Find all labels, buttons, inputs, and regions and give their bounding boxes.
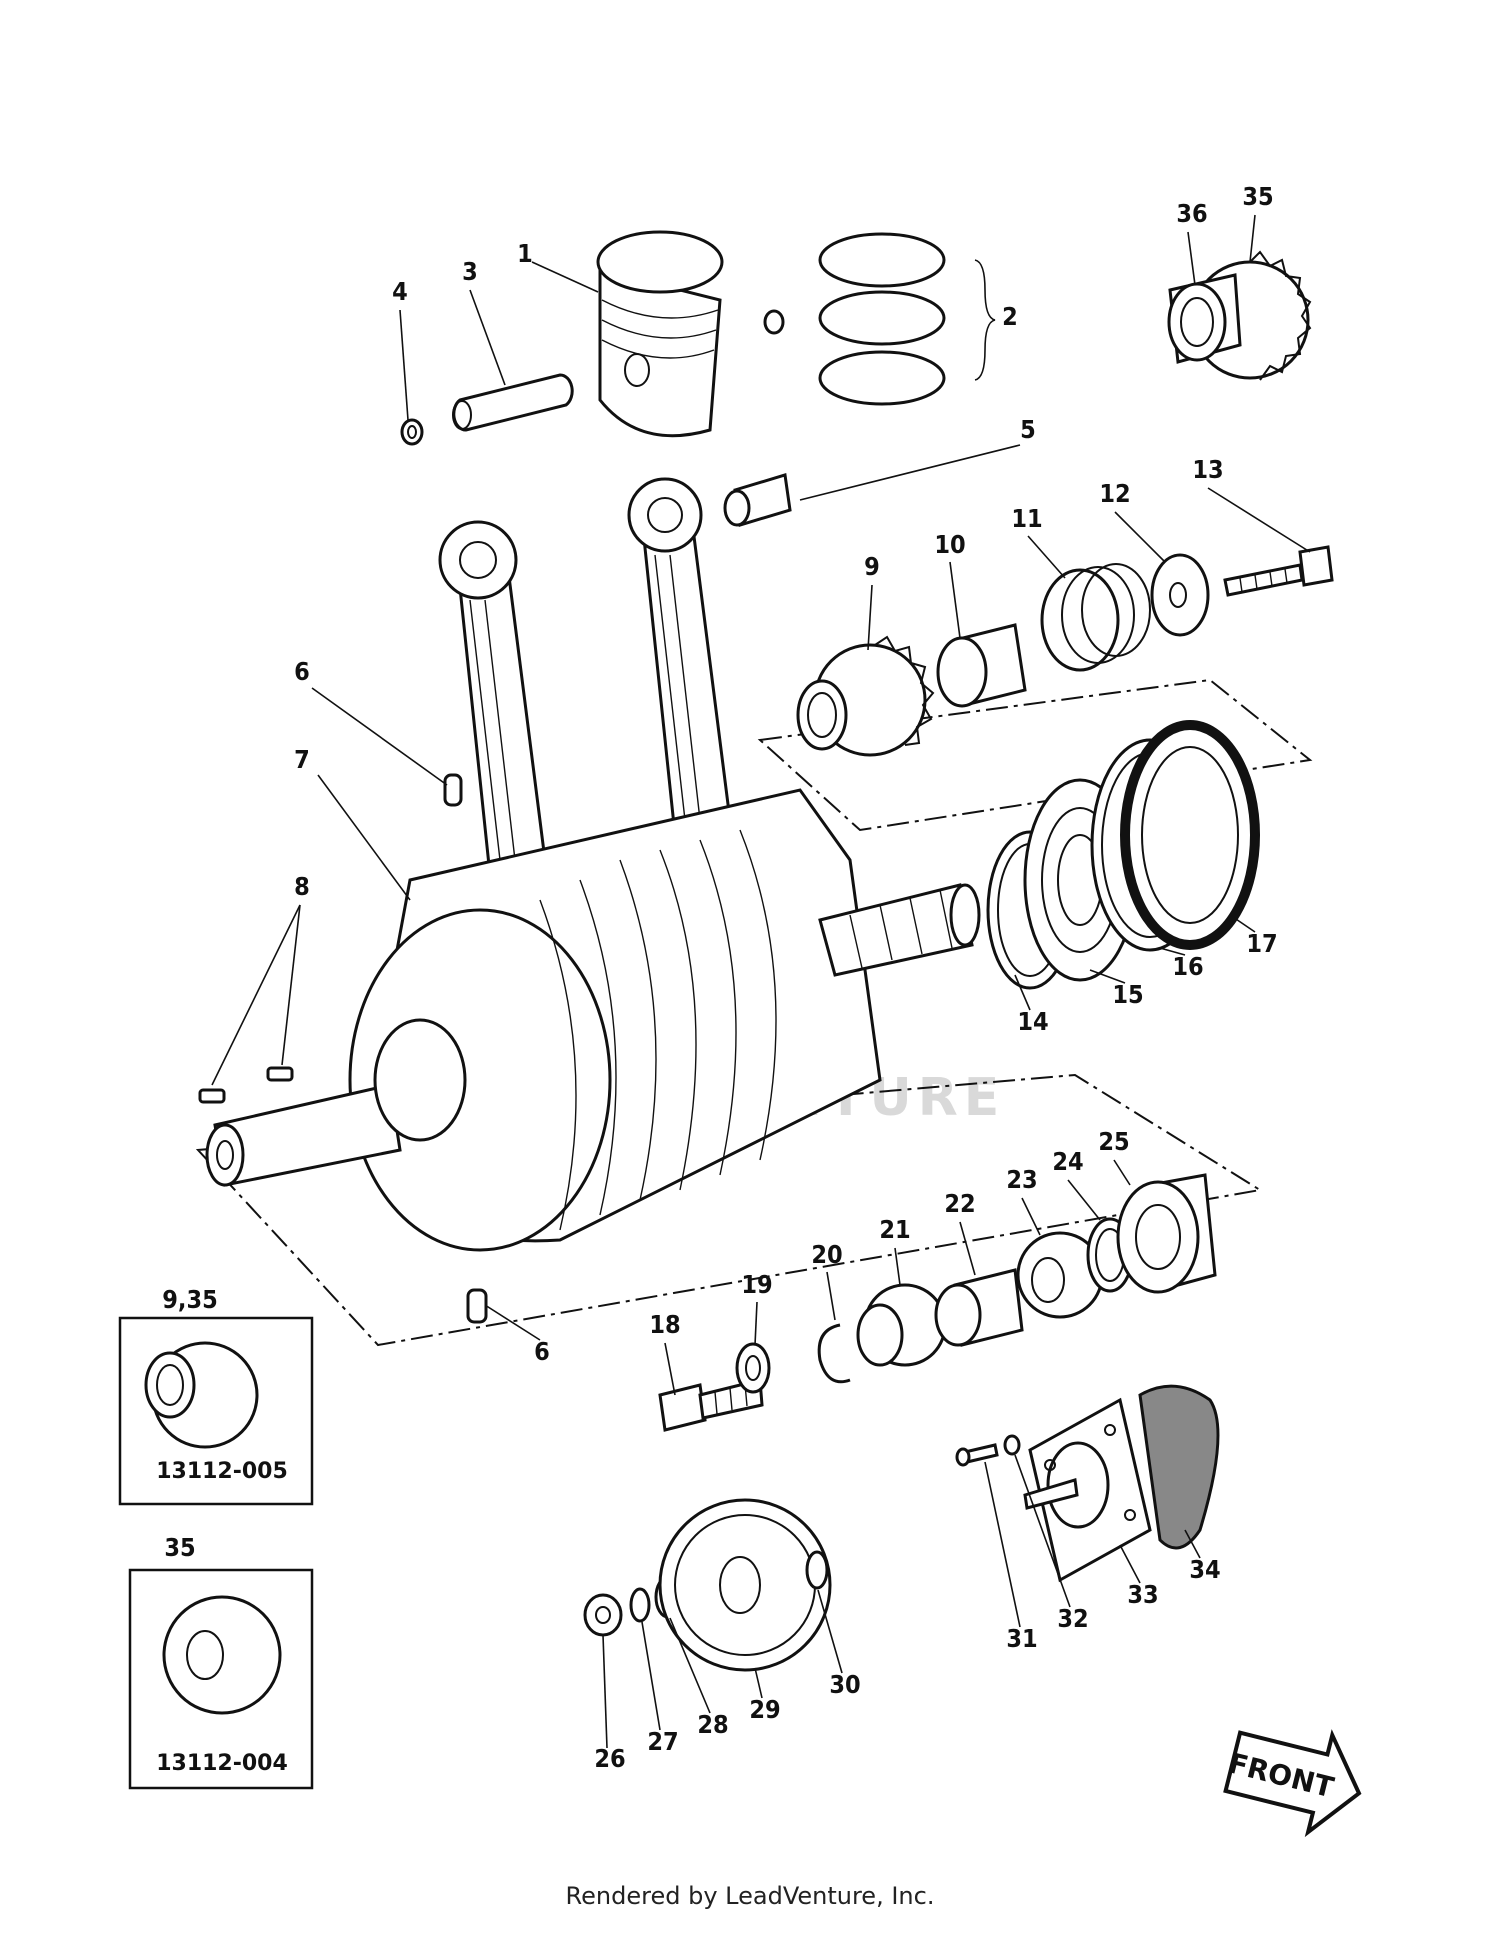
front-direction-arrow: FRONT [1223, 1729, 1362, 1838]
crankshaft-part-7 [205, 788, 981, 1252]
cam-part-10 [936, 623, 1027, 708]
callout-c7: 7 [294, 745, 310, 774]
callout-c15: 15 [1112, 980, 1143, 1009]
callout-c20: 20 [811, 1240, 842, 1269]
callout-c5: 5 [1020, 415, 1036, 444]
callout-c34: 34 [1189, 1555, 1220, 1584]
callout-c18: 18 [649, 1310, 680, 1339]
nut-part-26 [583, 1593, 623, 1637]
dowel-pin-part-6-upper [443, 773, 463, 807]
screw-part-31 [955, 1443, 999, 1467]
callout-c29: 29 [749, 1695, 780, 1724]
bearing-part-25 [1116, 1173, 1217, 1294]
connecting-rod-right [627, 477, 732, 837]
callout-c33: 33 [1127, 1580, 1158, 1609]
callout-c27: 27 [647, 1727, 678, 1756]
callout-c31: 31 [1006, 1624, 1037, 1653]
callout-c21: 21 [879, 1215, 910, 1244]
callout-c16: 16 [1172, 952, 1203, 981]
sprocket-part-9 [796, 635, 935, 757]
callout-c17: 17 [1246, 929, 1277, 958]
spacer-part-22 [934, 1268, 1024, 1347]
callout-c1: 1 [517, 239, 533, 268]
inset-b-title: 35 [164, 1533, 195, 1562]
callout-c23: 23 [1006, 1165, 1037, 1194]
dowel-pin-part-6-lower [466, 1288, 488, 1324]
oil-seal-part-17 [1120, 720, 1260, 950]
callout-c32: 32 [1057, 1604, 1088, 1633]
callout-c9: 9 [864, 552, 880, 581]
gear-part-29 [658, 1498, 832, 1672]
callout-c6a: 6 [294, 657, 310, 686]
callout-c26: 26 [594, 1744, 625, 1773]
spring-part-11 [1040, 563, 1151, 672]
callout-c3: 3 [462, 257, 478, 286]
piston-pin-part-3 [452, 373, 574, 432]
inset-a-part-number: 13112-005 [156, 1459, 288, 1484]
circlip-part-4 [400, 418, 424, 446]
callout-c10: 10 [934, 530, 965, 559]
callout-c14: 14 [1017, 1007, 1048, 1036]
footer-credit: Rendered by LeadVenture, Inc. [565, 1882, 935, 1910]
washer-part-12 [1150, 553, 1210, 637]
upper-assembly-outline [757, 678, 1313, 832]
circlip-part-4b [763, 309, 785, 335]
washer-part-27 [629, 1587, 651, 1623]
callout-c30: 30 [829, 1670, 860, 1699]
callout-c36: 36 [1176, 199, 1207, 228]
callout-c4: 4 [392, 277, 408, 306]
callout-c25: 25 [1098, 1127, 1129, 1156]
lock-washer-part-19 [735, 1342, 771, 1394]
callout-c13: 13 [1192, 455, 1223, 484]
callout-c19: 19 [741, 1270, 772, 1299]
callout-c22: 22 [944, 1189, 975, 1218]
spacer-part-36 [1167, 273, 1242, 364]
oil-pump-part-33 [1023, 1397, 1152, 1583]
callout-c8: 8 [294, 872, 310, 901]
inset-box-a: 9,35 13112-005 [118, 1285, 314, 1506]
bolt-part-13 [1223, 545, 1334, 597]
piston-rings-part-2 [818, 232, 996, 406]
callout-c35: 35 [1242, 182, 1273, 211]
callout-c24: 24 [1052, 1147, 1083, 1176]
gasket-part-34 [1138, 1384, 1220, 1550]
callout-c12: 12 [1099, 479, 1130, 508]
inset-a-sprocket-icon [144, 1341, 259, 1449]
inset-a-title: 9,35 [162, 1285, 218, 1314]
callout-c6b: 6 [534, 1337, 550, 1366]
piston-part-1 [596, 230, 724, 438]
circlip-part-20 [817, 1323, 851, 1384]
washer-part-32 [1003, 1434, 1021, 1456]
bushing-part-5 [723, 473, 792, 527]
key-part-8 [198, 1066, 294, 1104]
callout-labels: 1234566789101112131415161718192021222324… [294, 182, 1277, 1773]
leader-lines [211, 214, 1311, 1749]
connecting-rod-left [438, 520, 547, 877]
callout-c28: 28 [697, 1710, 728, 1739]
inset-b-part-number: 13112-004 [156, 1751, 288, 1776]
inset-box-b: 35 13112-004 [128, 1533, 314, 1790]
callout-c2: 2 [1002, 302, 1018, 331]
inset-b-sprocket-icon [162, 1595, 282, 1715]
washer-part-30 [805, 1550, 829, 1590]
callout-c11: 11 [1011, 504, 1042, 533]
gear-part-21 [856, 1283, 947, 1367]
